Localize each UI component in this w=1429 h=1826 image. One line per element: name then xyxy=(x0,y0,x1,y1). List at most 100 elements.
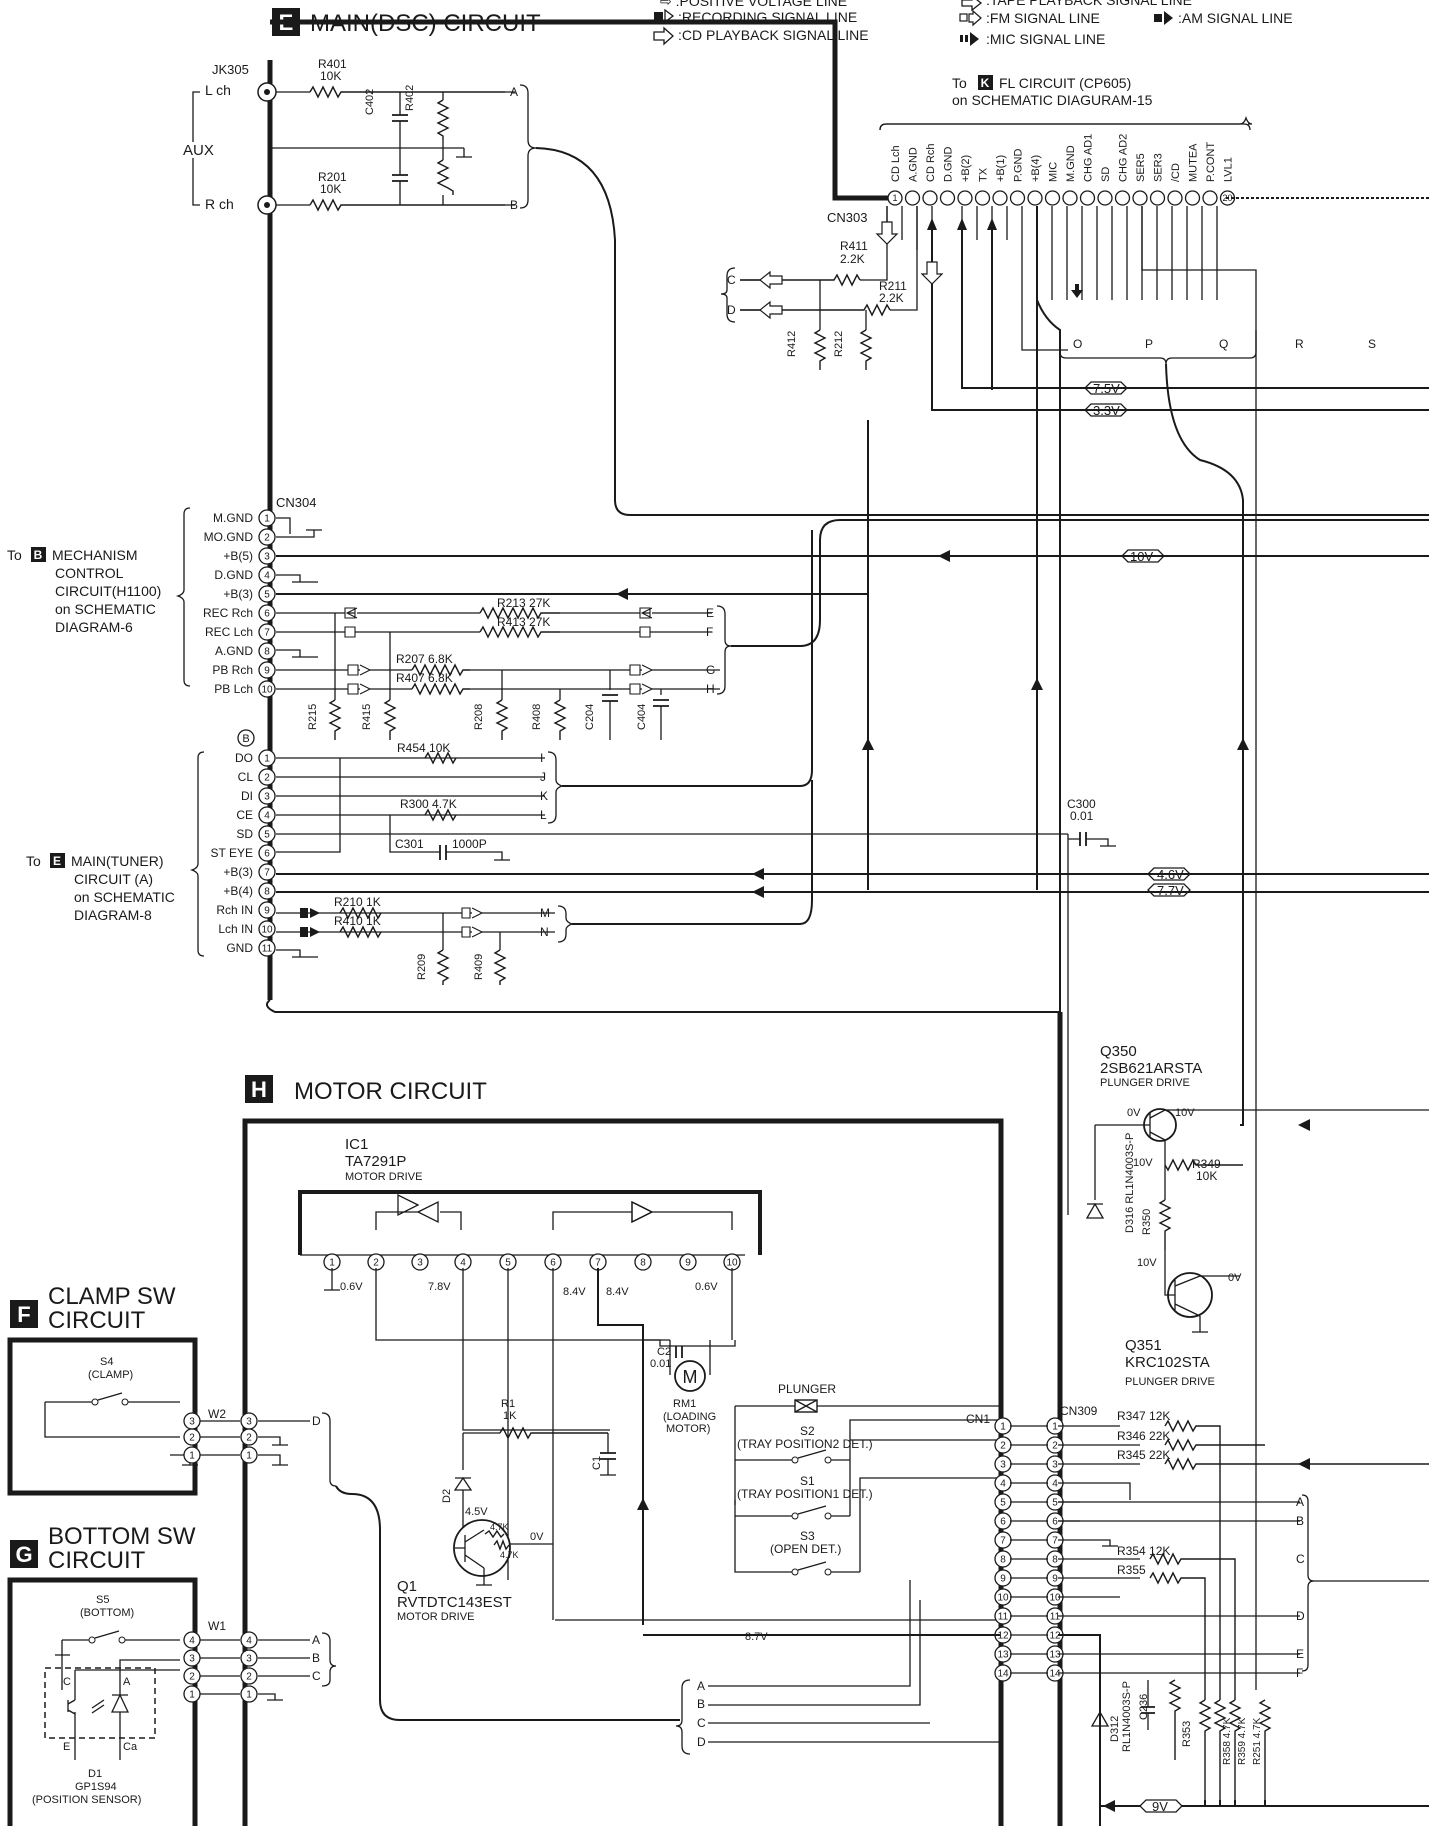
svg-text:R402: R402 xyxy=(404,85,416,111)
svg-text:10K: 10K xyxy=(320,69,341,83)
aux-jack: JK305 L ch AUX R ch xyxy=(183,62,464,215)
svg-text:P: P xyxy=(1145,337,1153,351)
pin-number: 6 xyxy=(550,1258,556,1269)
svg-text:8.4V: 8.4V xyxy=(606,1286,629,1298)
cn304-pin-label: REC Lch xyxy=(205,625,253,639)
cn303-pin-label: A.GND xyxy=(908,147,920,182)
cn303-pin-label: +B(2) xyxy=(960,155,972,182)
svg-text:D2: D2 xyxy=(441,1489,453,1503)
svg-text:B: B xyxy=(312,1651,320,1665)
tuner-wiring: R454 10K R300 4.7K C301 1000P C300 0.01 … xyxy=(276,420,1429,1215)
svg-text:S4: S4 xyxy=(100,1356,113,1368)
svg-text:0.6V: 0.6V xyxy=(340,1281,363,1293)
svg-text:To: To xyxy=(7,547,22,563)
connector-pin xyxy=(1114,190,1131,206)
connector-pin xyxy=(1202,190,1218,206)
pin-number: 10 xyxy=(261,685,273,696)
svg-text:0V: 0V xyxy=(530,1531,544,1543)
svg-text:(OPEN DET.): (OPEN DET.) xyxy=(770,1542,841,1556)
pin-number: 3 xyxy=(246,1417,252,1428)
cn303-label: CN303 xyxy=(827,210,867,225)
svg-text:PLUNGER: PLUNGER xyxy=(778,1382,836,1396)
svg-text:A: A xyxy=(697,1679,705,1693)
svg-text:D: D xyxy=(727,303,736,317)
svg-text:0V: 0V xyxy=(1228,1272,1242,1284)
motor-wiring: C2 0.01 M RM1 (LOADING MOTOR) R1 1K C1 D… xyxy=(324,1268,1000,1625)
connector-pin xyxy=(411,1253,429,1271)
pin-number: 8 xyxy=(1000,1555,1006,1566)
svg-text:R407 6.8K: R407 6.8K xyxy=(396,671,453,685)
cn303-pin-label: D.GND xyxy=(943,147,955,183)
cn309-label: CN309 xyxy=(1060,1404,1098,1418)
svg-text:R353: R353 xyxy=(1181,1721,1193,1747)
pin-number: 2 xyxy=(264,773,270,784)
svg-text:AUX: AUX xyxy=(183,142,214,159)
tuner-pin-label: DO xyxy=(235,751,253,765)
svg-text:0.01: 0.01 xyxy=(650,1358,671,1370)
connector-pin xyxy=(240,1667,258,1685)
cn303-pin-label: SER5 xyxy=(1135,153,1147,182)
svg-text:R410 1K: R410 1K xyxy=(334,914,381,928)
svg-text:CIRCUIT: CIRCUIT xyxy=(48,1307,146,1334)
svg-text:A: A xyxy=(312,1633,320,1647)
svg-text:D: D xyxy=(1296,1609,1305,1623)
svg-text:MOTOR DRIVE: MOTOR DRIVE xyxy=(345,1171,422,1183)
pin-number: 3 xyxy=(246,1654,252,1665)
svg-text:CLAMP SW: CLAMP SW xyxy=(48,1283,176,1310)
cn304-pin-label: PB Lch xyxy=(214,682,253,696)
pin-number: 3 xyxy=(417,1258,423,1269)
recording-arrow-icon xyxy=(654,8,675,24)
svg-text:G: G xyxy=(706,663,715,677)
pin-number: 8 xyxy=(640,1258,646,1269)
clamp-sw-box xyxy=(7,1337,198,1496)
cn303-pin-label: SER3 xyxy=(1153,153,1165,182)
cn303-pin-label: TX xyxy=(978,167,990,182)
pin-number: 8 xyxy=(264,887,270,898)
pin-number: 3 xyxy=(189,1654,195,1665)
tuner-reference: To E MAIN(TUNER) CIRCUIT (A) on SCHEMATI… xyxy=(26,751,205,957)
cn304-pin-label: REC Rch xyxy=(203,606,253,620)
pin-number: 2 xyxy=(373,1258,379,1269)
svg-text:0.01: 0.01 xyxy=(1070,809,1094,823)
pin-number: 1 xyxy=(189,1451,195,1462)
pin-number: 6 xyxy=(1000,1517,1006,1528)
svg-text:7.5V: 7.5V xyxy=(1093,381,1120,396)
cn1-cn309-links: 8.7V xyxy=(643,1425,1101,1826)
connector-pin xyxy=(258,920,276,938)
cn303-pin-label: +B(4) xyxy=(1030,155,1042,182)
svg-text:F: F xyxy=(1296,1666,1303,1680)
svg-text:Q350: Q350 xyxy=(1100,1043,1137,1060)
pin-number: 7 xyxy=(595,1258,601,1269)
pin-number: 9 xyxy=(264,906,270,917)
svg-text:R251 4.7K: R251 4.7K xyxy=(1252,1717,1263,1765)
svg-text:R210 1K: R210 1K xyxy=(334,895,381,909)
net-b-label: B xyxy=(510,198,518,212)
svg-text:C404: C404 xyxy=(636,704,648,730)
svg-text:R411: R411 xyxy=(840,239,868,253)
svg-text:A: A xyxy=(1296,1495,1304,1509)
aux-out xyxy=(505,91,515,206)
cn303-pin-label: CHG AD1 xyxy=(1083,134,1095,182)
svg-text:7.8V: 7.8V xyxy=(428,1281,451,1293)
connector-pin xyxy=(258,623,276,641)
opqrs-labels: O P Q R S xyxy=(1059,284,1376,556)
connector-pin xyxy=(679,1253,697,1271)
svg-text:R409: R409 xyxy=(473,954,485,980)
svg-text:L: L xyxy=(540,808,547,822)
tuner-pin-label: DI xyxy=(241,789,253,803)
legend-mic: :MIC SIGNAL LINE xyxy=(986,31,1105,47)
fm-arrow-icon xyxy=(959,9,982,27)
w2-left-pins: 321 xyxy=(183,1412,201,1464)
cn304-pin-label: +B(5) xyxy=(223,549,253,563)
svg-text:R354 12K: R354 12K xyxy=(1117,1544,1170,1558)
svg-text:on SCHEMATIC: on SCHEMATIC xyxy=(74,889,175,905)
svg-text:KRC102STA: KRC102STA xyxy=(1125,1354,1210,1371)
tuner-pin-label: Rch IN xyxy=(216,903,253,917)
pin-number: 3 xyxy=(264,552,270,563)
svg-text:CIRCUIT: CIRCUIT xyxy=(48,1547,146,1574)
pin-number: 2 xyxy=(189,1433,195,1444)
svg-text:H: H xyxy=(706,682,715,696)
bottom-sw-box xyxy=(7,1577,198,1826)
pin-number: 4 xyxy=(1052,1479,1058,1490)
